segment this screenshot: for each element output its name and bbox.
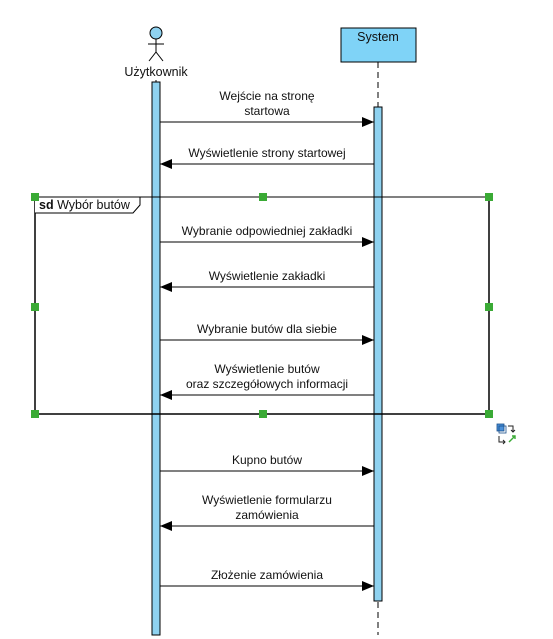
actor-name: Użytkownik [124,65,188,79]
connector-resize-icon[interactable] [496,423,516,445]
selection-handle[interactable] [31,193,39,201]
frame-keyword: sd [39,198,54,212]
message[interactable]: Wyświetlenie strony startowej [160,146,374,169]
message-label: Złożenie zamówienia [211,568,323,582]
selection-handle[interactable] [485,410,493,418]
selection-handles[interactable] [31,193,493,418]
message[interactable]: Kupno butów [160,453,374,476]
selection-handle[interactable] [31,410,39,418]
selection-handle[interactable] [31,303,39,311]
message[interactable]: Złożenie zamówienia [160,568,374,591]
arrowhead-icon [362,117,374,127]
arrowhead-icon [362,335,374,345]
actor-stick-figure-icon[interactable] [148,26,164,62]
message-label: zamówienia [235,508,299,522]
message-label: Wybranie butów dla siebie [197,322,337,336]
selection-handle[interactable] [259,410,267,418]
message[interactable]: Wybranie odpowiedniej zakładki [160,224,374,247]
system-lifeline-head[interactable] [340,27,417,63]
arrowhead-icon [160,521,172,531]
message-label: Wyświetlenie butów [214,362,320,376]
actor-activation-bar[interactable] [151,81,161,636]
arrowhead-icon [362,466,374,476]
message-label: Wyświetlenie zakładki [209,269,326,283]
arrowhead-icon [362,237,374,247]
message-label: startowa [244,104,290,118]
message-label: Wyświetlenie formularzu [202,493,332,507]
message-label: Wyświetlenie strony startowej [188,146,345,160]
arrowhead-icon [160,390,172,400]
system-activation-bar[interactable] [373,106,383,602]
interaction-frame[interactable] [34,196,490,415]
frame-label: sd Wybór butów [39,198,131,212]
message-label: oraz szczegółowych informacji [186,377,348,391]
frame-title: Wybór butów [57,198,131,212]
selection-handle[interactable] [485,303,493,311]
arrowhead-icon [160,159,172,169]
arrowhead-icon [160,282,172,292]
system-name: System [357,30,399,44]
arrowhead-icon [362,581,374,591]
message-label: Wejście na stronę [219,89,314,103]
message-label: Wybranie odpowiedniej zakładki [182,224,353,238]
message-label: Kupno butów [232,453,302,467]
selection-handle[interactable] [485,193,493,201]
message[interactable]: Wyświetlenie zakładki [160,269,374,292]
selection-handle[interactable] [259,193,267,201]
message[interactable]: Wybranie butów dla siebie [160,322,374,345]
